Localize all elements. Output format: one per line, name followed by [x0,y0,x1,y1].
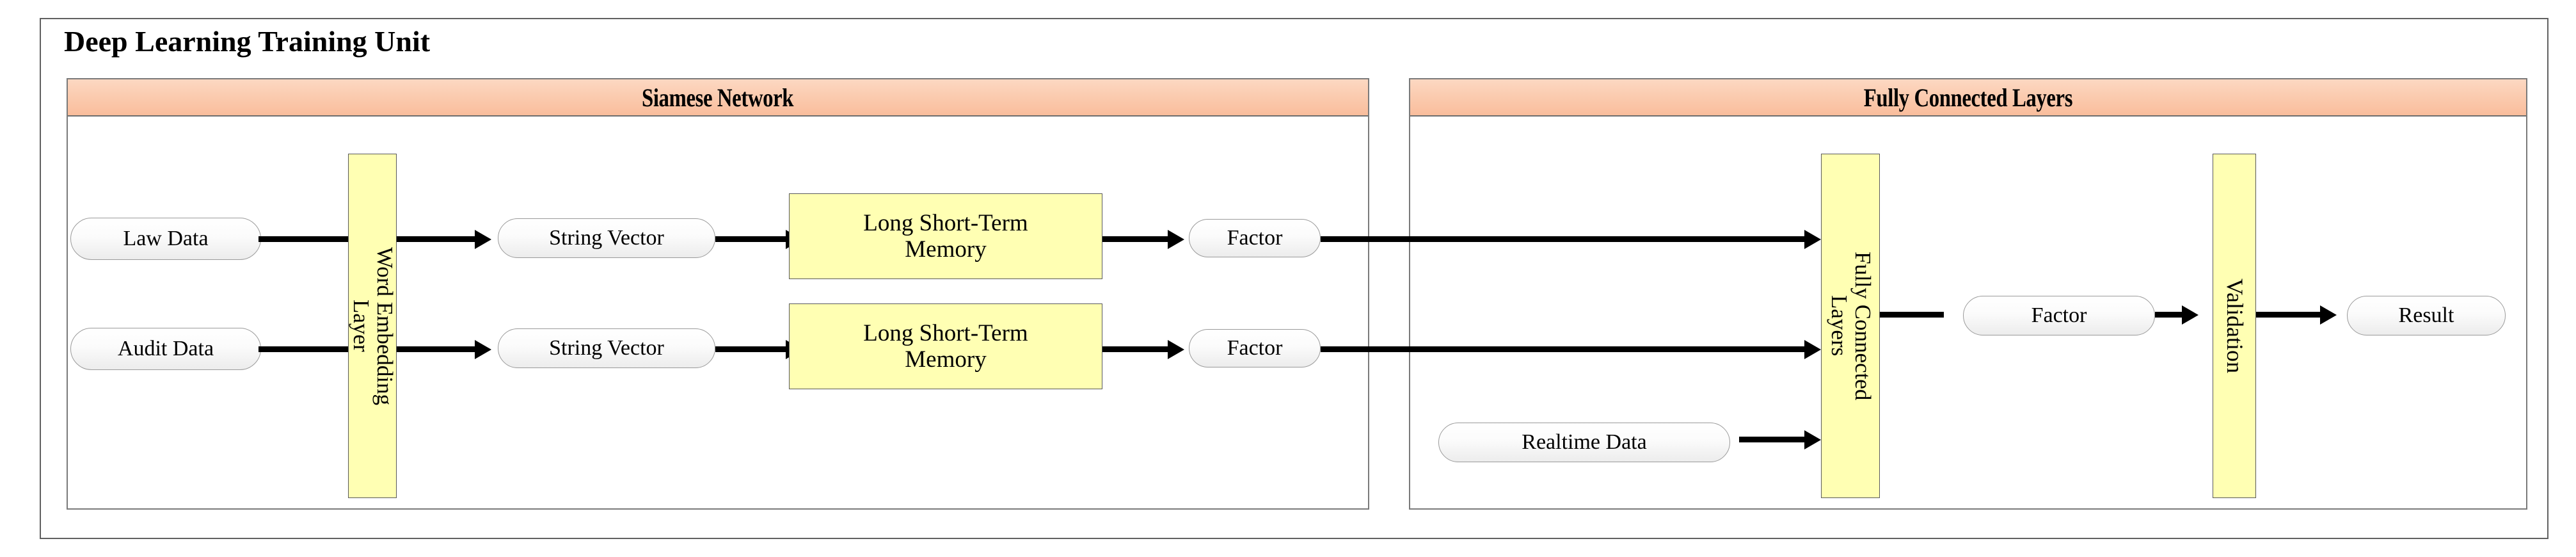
arrowhead-factor-bottom-to-fully-connected-layers [1804,339,1821,359]
node-string-vector-top[interactable]: String Vector [498,218,715,258]
edge-lstm-bottom-to-factor-bottom [1102,346,1168,352]
node-law-data[interactable]: Law Data [70,218,261,260]
arrowhead-word-embedding-to-string-vector-top [475,229,491,249]
arrowhead-validation-to-result [2320,305,2337,325]
section-header-fully-connected-layers: Fully Connected Layers [1410,79,2526,117]
node-factor-top-label: Factor [1227,226,1283,250]
node-lstm-top[interactable]: Long Short-Term Memory [789,193,1102,279]
node-lstm-bottom-label: Long Short-Term Memory [863,319,1028,373]
section-header-label-fully-connected-layers: Fully Connected Layers [1863,83,2073,112]
node-factor-fc-label: Factor [2031,303,2087,327]
edge-audit-data-to-word-embedding [258,346,348,352]
edge-factor-bottom-to-fully-connected-layers [1321,346,1804,352]
node-audit-data[interactable]: Audit Data [70,328,261,370]
node-word-embedding-layer-line2: Layer [349,300,374,352]
section-header-label-siamese-network: Siamese Network [642,83,794,112]
unit-title: Deep Learning Training Unit [64,25,431,58]
node-result-label: Result [2398,303,2454,327]
node-factor-fc[interactable]: Factor [1963,296,2155,335]
edge-law-data-to-word-embedding [258,236,348,242]
node-law-data-label: Law Data [123,227,209,250]
edge-factor-to-validation [2155,312,2182,318]
arrowhead-realtime-data-to-fully-connected-layers [1804,430,1821,449]
node-fully-connected-layers-line2: Layers [1827,295,1852,357]
node-lstm-bottom[interactable]: Long Short-Term Memory [789,303,1102,389]
section-header-siamese-network: Siamese Network [68,79,1368,117]
arrowhead-lstm-bottom-to-factor-bottom [1168,339,1184,359]
node-word-embedding-layer-line1: Word Embedding [372,246,397,405]
node-validation-label: Validation [2222,278,2248,373]
edge-word-embedding-to-string-vector-bottom [397,346,475,352]
edge-string-vector-bottom-to-lstm-bottom [715,346,786,352]
edge-fully-connected-layers-to-factor [1880,312,1944,318]
edge-validation-to-result [2256,312,2320,318]
arrowhead-factor-top-to-fully-connected-layers [1804,229,1821,249]
node-fully-connected-layers-line1: Fully Connected [1850,251,1875,401]
node-realtime-data[interactable]: Realtime Data [1438,423,1730,462]
arrowhead-factor-to-validation [2182,305,2198,325]
node-string-vector-bottom-label: String Vector [549,336,664,360]
section-siamese-network: Siamese Network [67,78,1369,510]
node-audit-data-label: Audit Data [117,337,214,360]
node-string-vector-bottom[interactable]: String Vector [498,328,715,368]
edge-factor-top-to-fully-connected-layers [1321,236,1804,242]
edge-word-embedding-to-string-vector-top [397,236,475,242]
node-factor-top[interactable]: Factor [1189,219,1321,257]
arrowhead-lstm-top-to-factor-top [1168,229,1184,249]
edge-string-vector-top-to-lstm-top [715,236,786,242]
node-string-vector-top-label: String Vector [549,226,664,250]
node-lstm-top-label: Long Short-Term Memory [863,209,1028,262]
node-result[interactable]: Result [2347,296,2506,335]
edge-lstm-top-to-factor-top [1102,236,1168,242]
arrowhead-word-embedding-to-string-vector-bottom [475,339,491,359]
node-realtime-data-label: Realtime Data [1522,430,1647,454]
node-validation[interactable]: Validation [2213,154,2256,498]
node-factor-bottom[interactable]: Factor [1189,329,1321,367]
node-factor-bottom-label: Factor [1227,336,1283,360]
edge-realtime-data-to-fully-connected-layers [1739,437,1804,442]
